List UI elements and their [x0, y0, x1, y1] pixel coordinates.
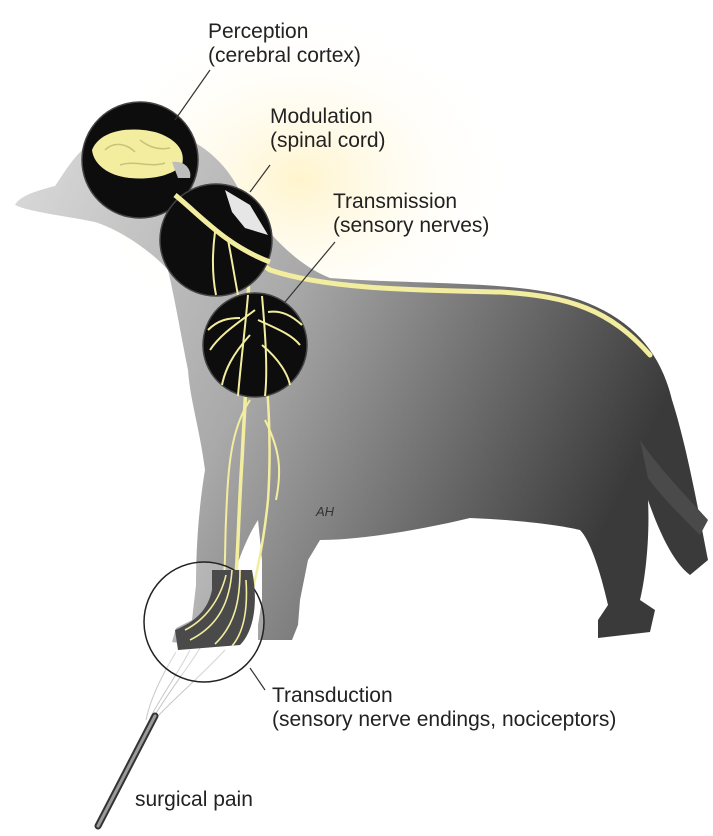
modulation-title: Modulation: [270, 105, 386, 129]
transmission-circle: [203, 293, 307, 397]
transduction-circle: [144, 562, 264, 682]
transmission-detail: (sensory nerves): [333, 214, 489, 238]
transmission-label: Transmission (sensory nerves): [333, 190, 489, 238]
modulation-circle: [160, 184, 272, 296]
transduction-title: Transduction: [272, 684, 616, 708]
surgical-pain-label: surgical pain: [135, 788, 253, 812]
perception-label: Perception (cerebral cortex): [208, 20, 361, 68]
modulation-label: Modulation (spinal cord): [270, 105, 386, 153]
transduction-label: Transduction (sensory nerve endings, noc…: [272, 684, 616, 732]
modulation-detail: (spinal cord): [270, 129, 386, 153]
perception-title: Perception: [208, 20, 361, 44]
transmission-title: Transmission: [333, 190, 489, 214]
perception-detail: (cerebral cortex): [208, 44, 361, 68]
artist-signature: AH: [316, 500, 334, 524]
transduction-detail: (sensory nerve endings, nociceptors): [272, 708, 616, 732]
